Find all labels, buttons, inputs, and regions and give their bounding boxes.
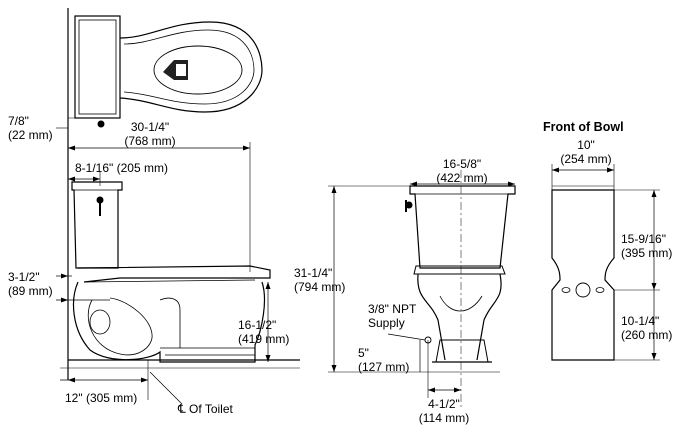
dim-12-label: 12" (305 mm) [65, 391, 138, 405]
dim-5-label: 5"(127 mm) [358, 346, 410, 374]
front-view [328, 170, 516, 410]
dim-31-1-4-label: 31-1/4"(794 mm) [294, 266, 346, 294]
dim-3-1-2-label: 3-1/2"(89 mm) [8, 270, 53, 298]
dim-7-8-label: 7/8"(22 mm) [8, 114, 53, 142]
dim-15-9-16-label: 15-9/16"(395 mm) [621, 232, 673, 260]
dim-30-1-4-label: 30-1/4"(768 mm) [124, 120, 176, 148]
centerline-of-toilet-label: ℄ Of Toilet [178, 402, 233, 416]
dim-8-1-16-label: 8-1/16" (205 mm) [75, 161, 168, 175]
dim-16-5-8-label: 16-5/8"(422 mm) [436, 157, 488, 185]
top-view [67, 8, 263, 380]
dim-16-1-2-label: 16-1/2"(419 mm) [238, 318, 290, 346]
dim-4-1-2-label: 4-1/2"(114 mm) [418, 397, 470, 425]
dim-10-label: 10"(254 mm) [560, 138, 612, 166]
front-of-bowl-title: Front of Bowl [543, 120, 624, 134]
dim-10-1-4-label: 10-1/4"(260 mm) [621, 314, 673, 342]
front-of-bowl-view [551, 164, 660, 361]
side-view [56, 127, 300, 405]
